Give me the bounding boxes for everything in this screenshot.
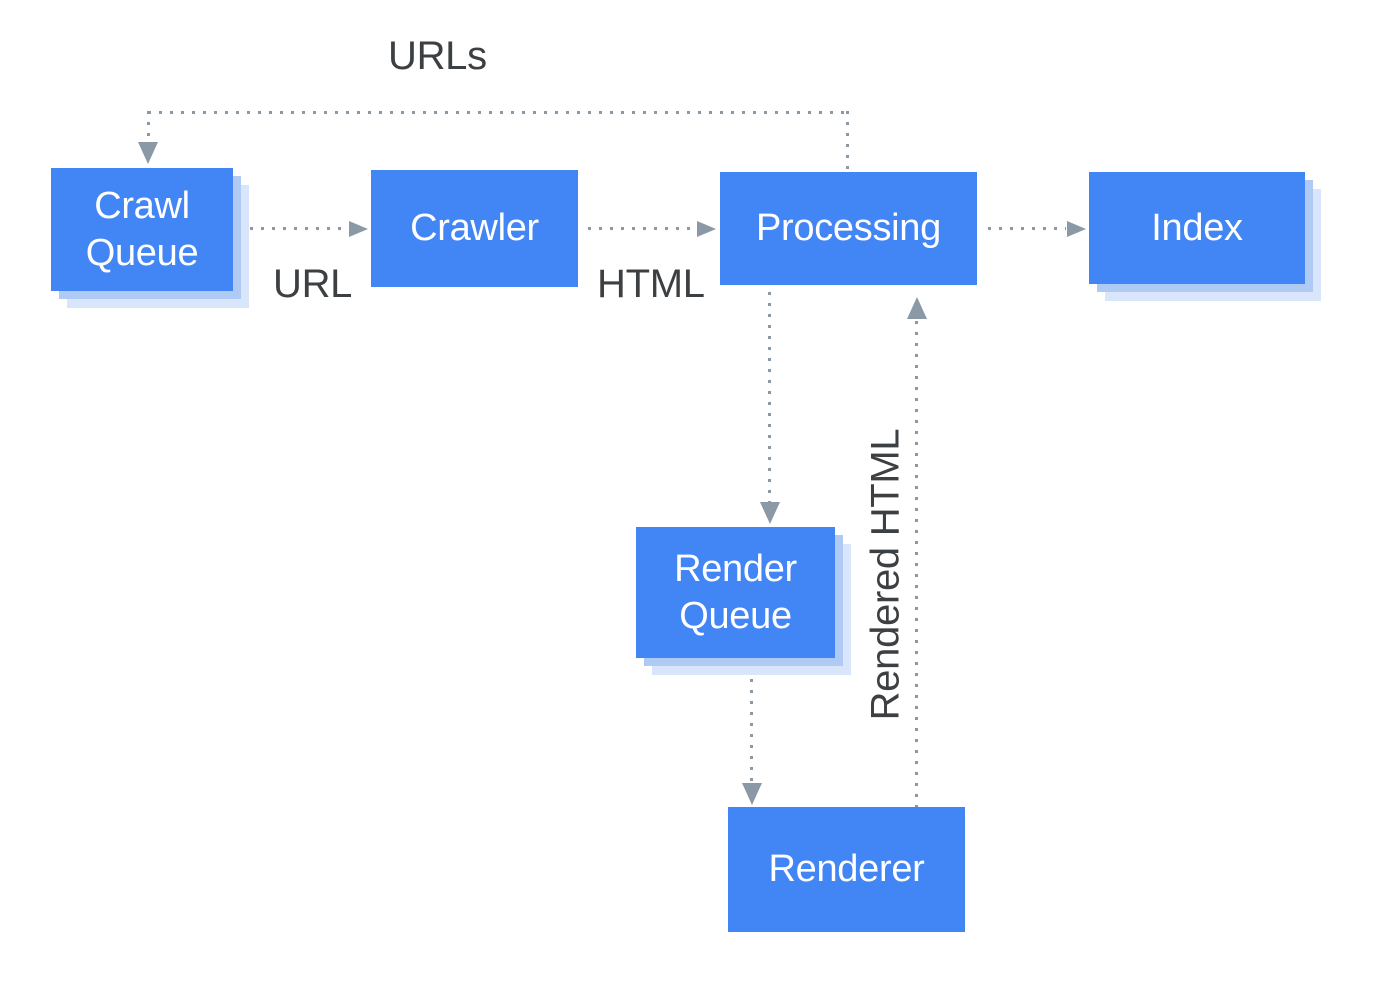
edge-label-url: URL	[273, 262, 353, 306]
arrowhead-right-into-crawler-icon	[349, 221, 368, 237]
connector-processing-to-index	[988, 227, 1066, 230]
node-processing-face: Processing	[720, 172, 977, 285]
node-crawler: Crawler	[371, 170, 578, 287]
node-crawl-queue: Crawl Queue	[51, 168, 249, 308]
node-index: Index	[1089, 172, 1321, 301]
edge-label-rendered-html: Rendered HTML	[863, 428, 908, 721]
node-render-queue: Render Queue	[636, 527, 851, 675]
node-index-label: Index	[1151, 206, 1243, 249]
arrowhead-right-into-processing-icon	[697, 221, 716, 237]
node-renderer-label: Renderer	[768, 848, 925, 891]
node-renderer-face: Renderer	[728, 807, 965, 932]
connector-renderer-to-processing	[915, 321, 918, 807]
connector-crawler-to-processing	[588, 227, 696, 230]
edge-label-urls: URLs	[388, 34, 487, 78]
arrowhead-down-into-render-queue-icon	[760, 502, 780, 524]
node-processing-label: Processing	[756, 207, 941, 250]
arrowhead-right-into-index-icon	[1067, 221, 1086, 237]
node-crawl-queue-label: Crawl Queue	[85, 185, 199, 274]
edge-label-html: HTML	[597, 262, 705, 306]
connector-urls-feedback-horizontal	[148, 111, 848, 114]
arrowhead-down-into-crawl-queue-icon	[138, 142, 158, 164]
connector-processing-to-render-queue	[768, 292, 771, 502]
node-crawler-face: Crawler	[371, 170, 578, 287]
node-crawl-queue-face: Crawl Queue	[51, 168, 233, 291]
node-render-queue-face: Render Queue	[636, 527, 835, 658]
node-renderer: Renderer	[728, 807, 965, 932]
node-render-queue-label: Render Queue	[674, 548, 797, 637]
node-index-face: Index	[1089, 172, 1305, 284]
node-processing: Processing	[720, 172, 977, 285]
connector-urls-feedback-from-processing	[846, 111, 849, 169]
connector-urls-feedback-to-crawl-queue	[147, 111, 150, 142]
node-crawler-label: Crawler	[410, 207, 539, 250]
arrowhead-up-into-processing-icon	[907, 297, 927, 319]
connector-render-queue-to-renderer	[750, 668, 753, 783]
connector-crawl-queue-to-crawler	[250, 227, 348, 230]
arrowhead-down-into-renderer-icon	[742, 783, 762, 805]
